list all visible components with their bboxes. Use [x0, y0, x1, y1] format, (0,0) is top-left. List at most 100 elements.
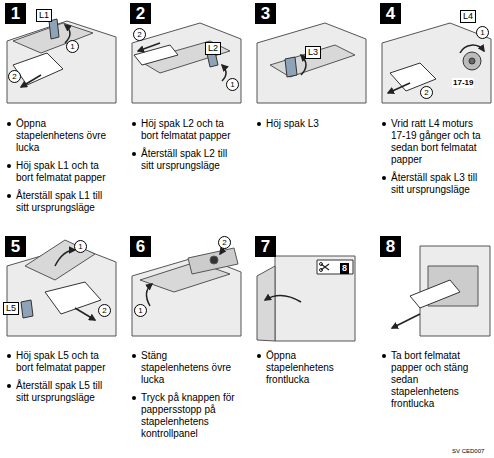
bullet-item: Öppna stapelenhetens övre lucka	[7, 118, 111, 154]
art-path	[7, 21, 116, 103]
bullet-dot	[7, 122, 11, 126]
part-label: L4	[460, 10, 476, 23]
art-rect	[317, 260, 353, 274]
bullet-dot	[7, 384, 11, 388]
step-badge: 7	[255, 236, 276, 257]
art-path	[392, 314, 420, 328]
callout-number: 1	[476, 26, 489, 39]
step-number: 5	[11, 238, 20, 255]
instruction-column: Ta bort felmatat papper och stäng sedan …	[382, 350, 486, 416]
art-circle	[469, 58, 475, 64]
panel-8-art	[392, 246, 490, 336]
art-g	[7, 19, 491, 341]
bullet-dot	[382, 176, 386, 180]
bullet-item: Höj spak L5 och ta bort felmatat papper	[7, 350, 111, 374]
art-path	[275, 256, 355, 341]
step-badge: 4	[380, 3, 401, 24]
art-path	[146, 284, 152, 306]
instruction-text: Höj spak L3	[266, 118, 319, 130]
step-number: 3	[261, 5, 270, 22]
art-path	[410, 280, 460, 308]
art-path	[257, 23, 366, 103]
art-path	[134, 45, 178, 65]
bullet-item: Vrid ratt L4 moturs 17-19 gånger och ta …	[382, 118, 486, 166]
turn-count: 17-19	[452, 78, 474, 88]
art-circle	[320, 263, 323, 266]
panel-2-art	[132, 23, 241, 103]
bullet-dot	[382, 354, 386, 358]
bullet-item: Öppna stapelenhetens frontlucka	[257, 350, 361, 386]
art-circle	[320, 269, 323, 272]
art-path	[188, 248, 238, 274]
bullet-item: Tryck på knappen för pappersstopp på sta…	[132, 392, 236, 440]
art-path	[45, 282, 101, 314]
step-number: 2	[136, 5, 145, 22]
art-path	[21, 75, 41, 87]
art-path	[460, 45, 484, 53]
art-path	[132, 23, 241, 103]
instruction-text: Höj spak L2 och ta bort felmatat papper	[141, 118, 236, 142]
instruction-text: Öppna stapelenhetens frontlucka	[266, 350, 361, 386]
callout-number: 1	[74, 240, 87, 253]
instruction-text: Återställ spak L2 till sitt ursprungsläg…	[141, 148, 236, 172]
art-path	[388, 83, 410, 93]
art-path	[25, 240, 95, 280]
bullet-item: Återställ spak L1 till sitt ursprungsläg…	[7, 190, 111, 214]
instruction-text: Öppna stapelenhetens övre lucka	[16, 118, 111, 154]
step-number: 8	[386, 238, 395, 255]
instruction-text: Ta bort felmatat papper och stäng sedan …	[391, 350, 486, 410]
bullet-item: Stäng stapelenhetens övre lucka	[132, 350, 236, 386]
art-path	[257, 266, 275, 341]
part-label: L2	[205, 42, 221, 55]
art-path	[270, 45, 355, 77]
document-code: SV CED007	[452, 448, 484, 455]
step-number: 4	[386, 5, 395, 22]
panel-4-art	[382, 23, 491, 103]
art-circle	[463, 52, 481, 70]
bullet-dot	[257, 354, 261, 358]
callout-number: 2	[420, 86, 433, 99]
bullet-item: Återställ spak L5 till sitt ursprungsläg…	[7, 380, 111, 404]
bullet-dot	[132, 354, 136, 358]
bullet-item: Höj spak L3	[257, 118, 361, 130]
callout-number: 2	[218, 236, 231, 249]
panel-3-art	[257, 23, 366, 103]
bullet-item: Ta bort felmatat papper och stäng sedan …	[382, 350, 486, 410]
instruction-column: Öppna stapelenhetens frontlucka	[257, 350, 361, 392]
instruction-text: Höj spak L1 och ta bort felmatat papper	[16, 160, 111, 184]
panel-7-art	[257, 256, 355, 341]
panel-1-art	[7, 19, 116, 103]
step-number: 1	[11, 5, 20, 22]
callout-number: 1	[134, 304, 147, 317]
instruction-text: Vrid ratt L4 moturs 17-19 gånger och ta …	[391, 118, 486, 166]
step-badge: 6	[130, 236, 151, 257]
art-path	[382, 23, 491, 103]
instruction-text: Höj spak L5 och ta bort felmatat papper	[16, 350, 111, 374]
bullet-item: Återställ spak L2 till sitt ursprungsläg…	[132, 148, 236, 172]
instruction-column: Vrid ratt L4 moturs 17-19 gånger och ta …	[382, 118, 486, 202]
bullet-dot	[132, 122, 136, 126]
instruction-column: Öppna stapelenhetens övre luckaHöj spak …	[7, 118, 111, 220]
bullet-dot	[257, 122, 261, 126]
bullet-item: Höj spak L1 och ta bort felmatat papper	[7, 160, 111, 184]
art-path	[138, 43, 160, 51]
step-badge: 3	[255, 3, 276, 24]
bullet-dot	[382, 122, 386, 126]
sticker-number: 8	[340, 263, 349, 274]
callout-number: 1	[226, 78, 239, 91]
art-path	[285, 57, 297, 77]
art-path	[49, 19, 59, 39]
art-path	[75, 308, 95, 320]
instruction-text: Tryck på knappen för pappersstopp på sta…	[141, 392, 236, 440]
step-badge: 2	[130, 3, 151, 24]
instruction-text: Stäng stapelenhetens övre lucka	[141, 350, 236, 386]
part-label: L3	[305, 46, 321, 59]
art-path	[13, 53, 63, 85]
art-path	[222, 65, 226, 81]
instruction-column: Höj spak L5 och ta bort felmatat papperÅ…	[7, 350, 111, 410]
step-badge: 8	[380, 236, 401, 257]
step-badge: 1	[5, 3, 26, 24]
instruction-text: Återställ spak L5 till sitt ursprungsläg…	[16, 380, 111, 404]
callout-number: 1	[66, 40, 79, 53]
